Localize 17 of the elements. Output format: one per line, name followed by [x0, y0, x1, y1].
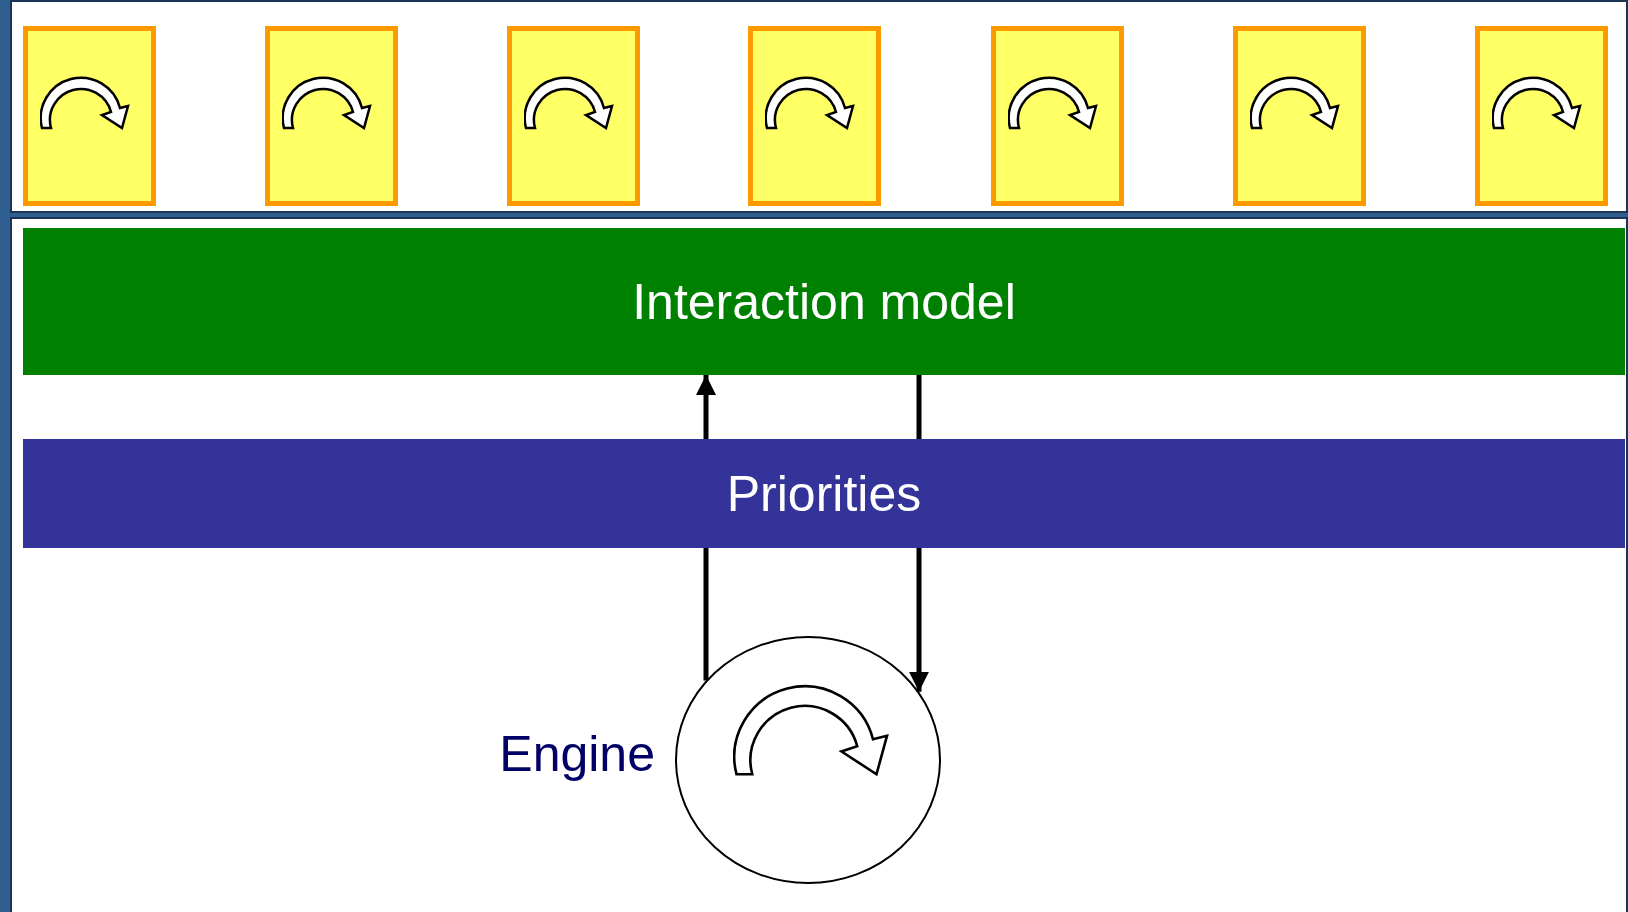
layer-band	[23, 439, 1625, 548]
band-title: Priorities	[726, 464, 922, 523]
layer-band	[23, 228, 1625, 375]
process-box	[1475, 26, 1608, 206]
engine-circle	[675, 636, 941, 884]
process-box	[265, 26, 398, 206]
process-box	[991, 26, 1124, 206]
connector-line	[916, 375, 922, 439]
band-title: Interaction model	[632, 272, 1016, 331]
connector-line	[703, 548, 709, 681]
arrow	[696, 375, 716, 439]
process-box	[1233, 26, 1366, 206]
process-box	[507, 26, 640, 206]
arrow	[909, 548, 929, 692]
node-caption: Engine	[498, 725, 655, 783]
process-box	[748, 26, 881, 206]
process-box	[23, 26, 156, 206]
